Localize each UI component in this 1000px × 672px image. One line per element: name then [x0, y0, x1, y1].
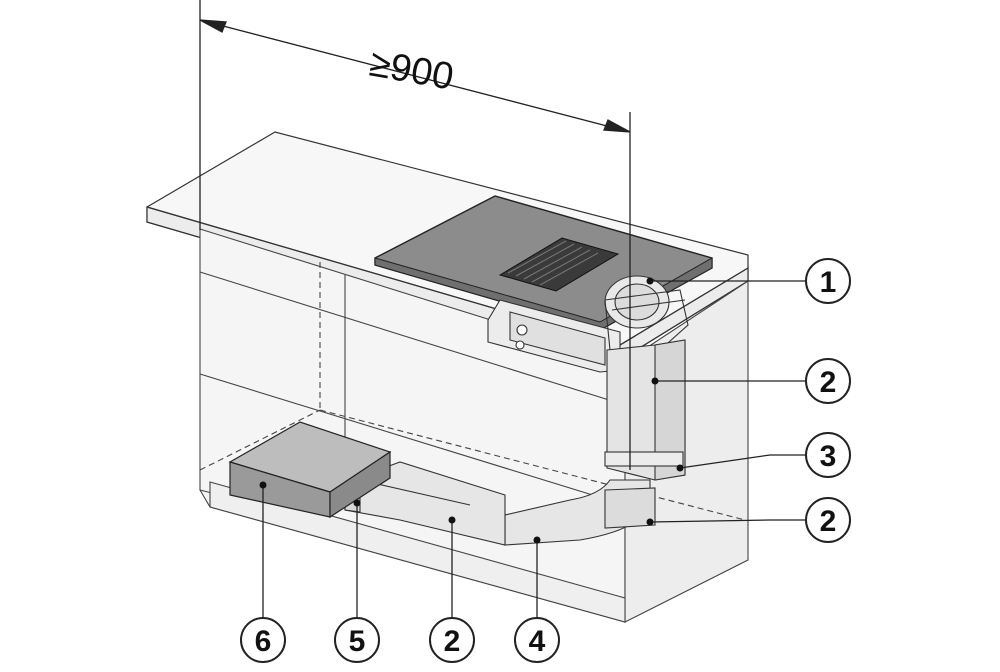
dimension-label: ≥900 — [366, 43, 456, 99]
callout-2-horizontal: 2 — [429, 617, 475, 663]
leader-lines — [262, 280, 805, 618]
dimension-900 — [199, 0, 631, 470]
riser-duct — [604, 339, 686, 481]
callout-2-short: 2 — [805, 497, 851, 543]
callout-4: 4 — [514, 617, 560, 663]
outlet-box — [228, 421, 392, 519]
svg-text:2: 2 — [820, 366, 837, 399]
svg-text:6: 6 — [255, 625, 272, 658]
callout-5: 5 — [334, 617, 380, 663]
svg-text:2: 2 — [444, 625, 461, 658]
svg-text:5: 5 — [349, 625, 366, 658]
svg-text:1: 1 — [820, 266, 837, 299]
callout-6: 6 — [240, 617, 286, 663]
callout-3: 3 — [805, 432, 851, 478]
callout-2-riser: 2 — [805, 358, 851, 404]
callout-1: 1 — [805, 258, 851, 304]
svg-text:3: 3 — [820, 440, 837, 473]
svg-text:2: 2 — [820, 505, 837, 538]
fan-unit — [487, 275, 689, 373]
leader-dots — [259, 277, 684, 544]
svg-text:4: 4 — [529, 625, 546, 658]
